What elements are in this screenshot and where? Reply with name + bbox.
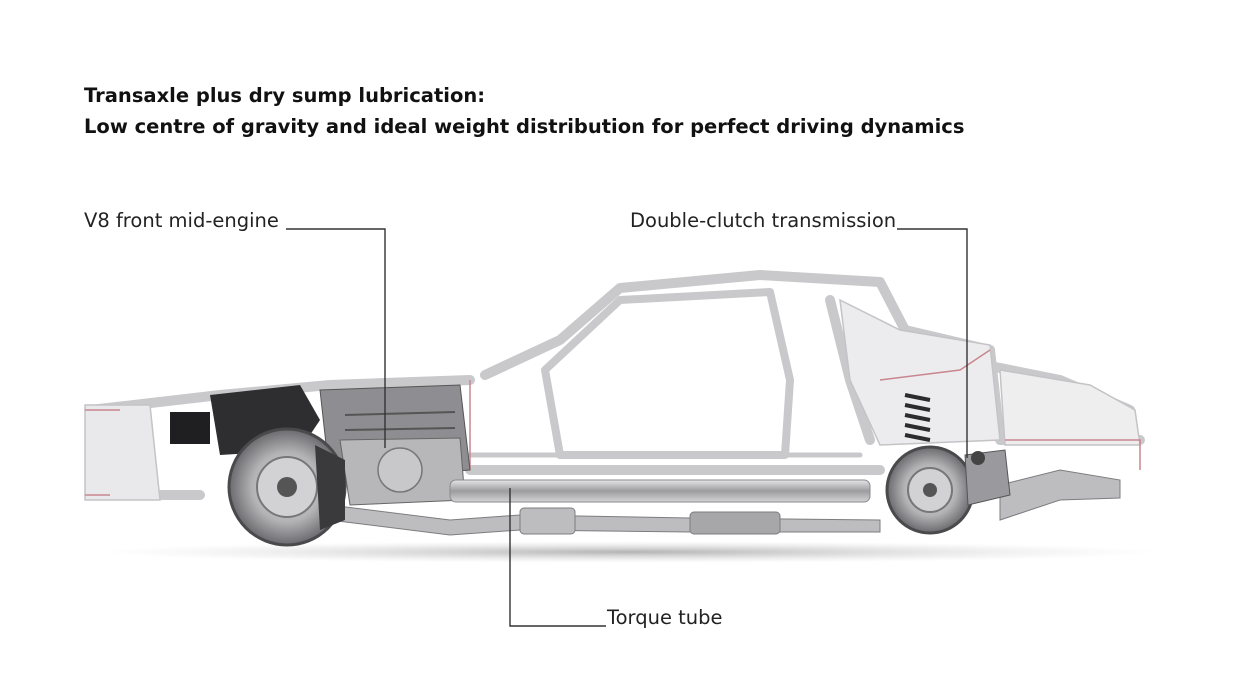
ground-shadow — [100, 541, 1160, 563]
frame-accent-lines — [85, 349, 1141, 496]
heading-line-2: Low centre of gravity and ideal weight d… — [84, 115, 965, 138]
heading-line-1: Transaxle plus dry sump lubrication: — [84, 84, 486, 107]
callout-torque-tube: Torque tube — [607, 606, 723, 629]
exhaust-system — [329, 469, 1121, 536]
rear-brake-disc — [885, 445, 975, 535]
leader-engine — [286, 228, 386, 448]
rear-coil-spring — [904, 393, 931, 442]
torque-tube — [449, 479, 871, 503]
double-clutch-transmission — [964, 449, 1011, 506]
frame-panels — [84, 298, 1141, 501]
callout-double-clutch-transmission: Double-clutch transmission — [630, 209, 897, 232]
v8-engine — [170, 384, 471, 506]
callout-v8-front-mid-engine: V8 front mid-engine — [84, 209, 279, 232]
callout-leader-lines — [286, 228, 968, 627]
diagram-heading: Transaxle plus dry sump lubrication: Low… — [84, 80, 964, 142]
leader-transmission — [897, 228, 968, 458]
front-brake-disc — [227, 427, 347, 547]
leader-torque-tube — [509, 488, 606, 627]
